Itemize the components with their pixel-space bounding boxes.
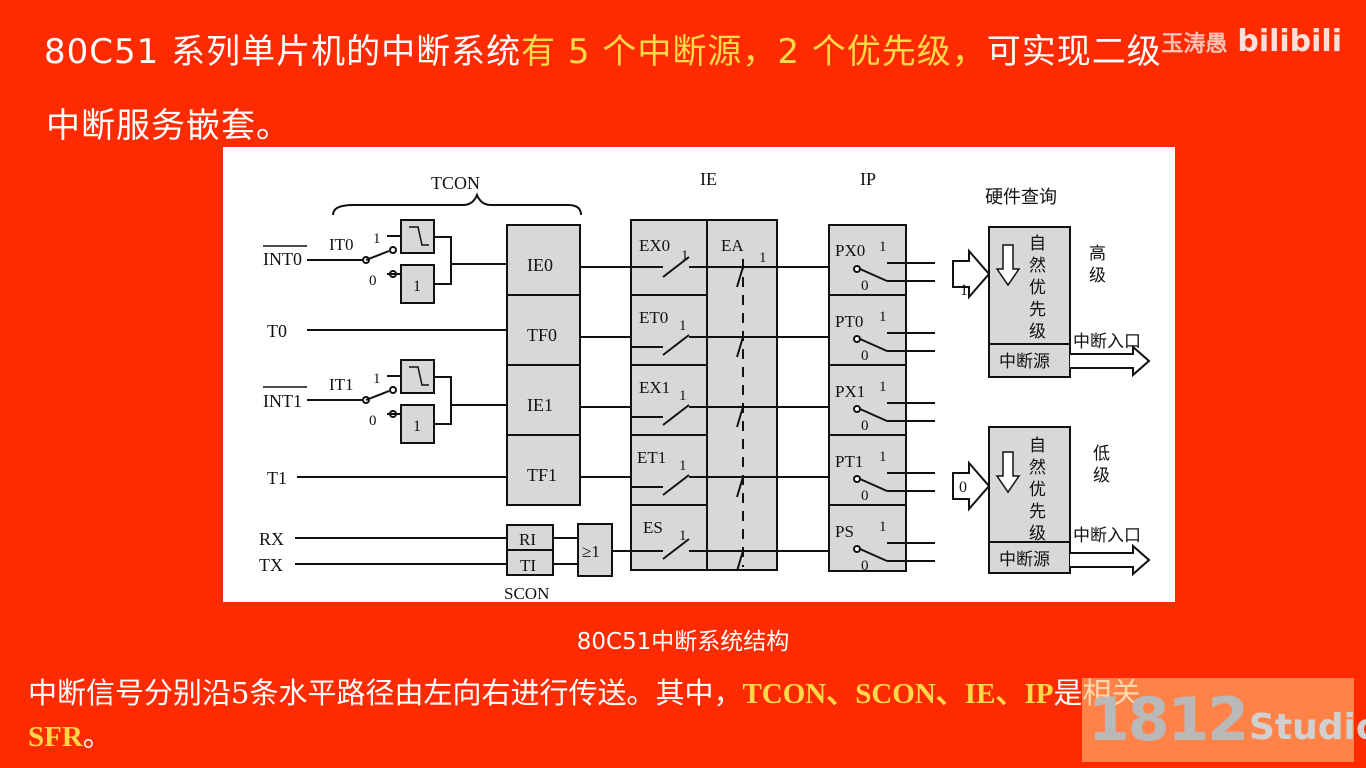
- et1-one: 1: [679, 458, 687, 474]
- hw-query-label: 硬件查询: [985, 187, 1057, 208]
- it0-one: 1: [373, 231, 381, 247]
- es-one: 1: [679, 528, 687, 544]
- high-entry-label: 中断入口: [1073, 332, 1141, 352]
- studio-number: 1812: [1088, 685, 1249, 755]
- or-gate-label: ≥1: [582, 542, 600, 561]
- low-entry-label: 中断入口: [1073, 526, 1141, 546]
- heading-line-1: 80C51 系列单片机的中断系统有 5 个中断源，2 个优先级，可实现二级: [44, 24, 1162, 73]
- pt1-one: 1: [879, 449, 887, 465]
- t0-label: T0: [267, 321, 287, 341]
- ex0-one: 1: [681, 248, 689, 264]
- int1-and-one: 1: [413, 418, 421, 435]
- body-keyword-registers: TCON、SCON、IE、IP: [742, 678, 1054, 710]
- int0-and-one: 1: [413, 278, 421, 295]
- heading-part-a: 80C51 系列单片机的中断系统: [44, 32, 522, 72]
- studio-watermark-logo: 1812Studio: [1082, 678, 1366, 762]
- ip-label: IP: [860, 169, 876, 189]
- bilibili-watermark: 玉涛愚 bilibili: [1161, 24, 1342, 59]
- int1-label: INT1: [263, 391, 302, 411]
- body-paragraph: 中断信号分别沿5条水平路径由左向右进行传送。其中，TCON、SCON、IE、IP…: [28, 672, 1348, 758]
- high-natural-priority-text: 自然优先级: [1029, 234, 1046, 342]
- ea-one: 1: [759, 250, 767, 266]
- heading-part-c: 可实现二级: [986, 32, 1162, 72]
- bilibili-logo: bilibili: [1237, 24, 1342, 59]
- pt0-one: 1: [879, 309, 887, 325]
- it0-label: IT0: [329, 235, 354, 254]
- et0-one: 1: [679, 318, 687, 334]
- ip-pt1: PT1: [835, 452, 863, 471]
- tx-label: TX: [259, 555, 283, 575]
- flag-tf0: TF0: [527, 325, 557, 345]
- it1-zero: 0: [369, 413, 377, 429]
- ip-ps: PS: [835, 522, 854, 541]
- flag-ti: TI: [520, 556, 536, 575]
- px0-one: 1: [879, 239, 887, 255]
- low-arrow-label: 0: [959, 479, 967, 496]
- px1-zero: 0: [861, 418, 869, 434]
- ie-ea: EA: [721, 236, 744, 255]
- int0-label: INT0: [263, 249, 302, 269]
- high-level-label: 高级: [1089, 244, 1106, 286]
- high-natural-priority: 自然优先级: [1029, 234, 1046, 342]
- heading-line-2: 中断服务嵌套。: [46, 106, 291, 146]
- studio-name: Studio: [1249, 706, 1366, 748]
- px1-one: 1: [879, 379, 887, 395]
- body-keyword-sfr: SFR: [28, 721, 83, 753]
- ip-pt0: PT0: [835, 312, 863, 331]
- ps-one: 1: [879, 519, 887, 535]
- flag-ri: RI: [519, 530, 536, 549]
- body-part-1: 中断信号分别沿5条水平路径由左向右进行传送。其中，: [28, 676, 743, 710]
- rx-label: RX: [259, 529, 284, 549]
- flag-ie0: IE0: [527, 255, 553, 275]
- ie-ex0: EX0: [639, 236, 670, 255]
- pt0-zero: 0: [861, 348, 869, 364]
- low-natural-priority: 自然优先级: [1029, 436, 1046, 544]
- high-arrow-label: 1: [960, 282, 968, 299]
- ps-zero: 0: [861, 558, 869, 574]
- body-part-3: 。: [82, 719, 112, 753]
- it1-label: IT1: [329, 375, 354, 394]
- ip-px1: PX1: [835, 382, 865, 401]
- high-int-source: 中断源: [999, 352, 1050, 372]
- flag-tf1: TF1: [527, 465, 557, 485]
- ex1-one: 1: [679, 388, 687, 404]
- pt1-zero: 0: [861, 488, 869, 504]
- ip-priority-switches: 1 0 1 0 1 0 1 0 1 0: [853, 239, 935, 574]
- interrupt-structure-diagram: TCON IE IP 硬件查询 INT0 IT0 1 0 1 T0 INT1 I…: [223, 147, 1175, 603]
- tcon-label: TCON: [431, 173, 480, 193]
- diagram-caption: 80C51中断系统结构: [576, 629, 790, 655]
- ip-px0: PX0: [835, 241, 865, 260]
- ie-et1: ET1: [637, 448, 666, 467]
- scon-label: SCON: [504, 584, 549, 602]
- low-int-source: 中断源: [999, 550, 1050, 570]
- ie-et0: ET0: [639, 308, 668, 327]
- flag-ie1: IE1: [527, 395, 553, 415]
- px0-zero: 0: [861, 278, 869, 294]
- low-level-label: 低级: [1093, 444, 1110, 486]
- ie-ex1: EX1: [639, 378, 670, 397]
- ie-es: ES: [643, 518, 663, 537]
- ie-label: IE: [700, 169, 717, 189]
- t1-label: T1: [267, 468, 287, 488]
- it1-one: 1: [373, 371, 381, 387]
- ie-enable-switches: 1 1 1 1 1: [631, 248, 829, 572]
- heading-part-b: 有 5 个中断源，2 个优先级，: [521, 32, 987, 72]
- signature-watermark: 玉涛愚: [1161, 32, 1228, 57]
- it0-zero: 0: [369, 273, 377, 289]
- low-natural-priority-text: 自然优先级: [1029, 436, 1046, 544]
